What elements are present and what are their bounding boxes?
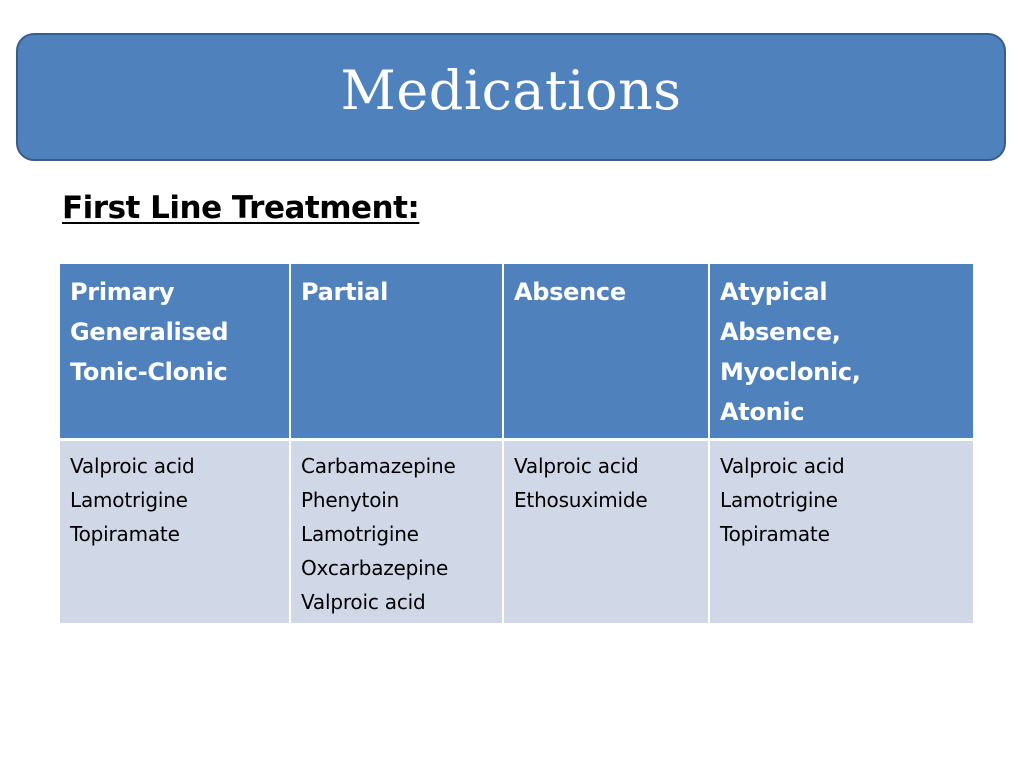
header-primary-generalised-tonic-clonic: Primary Generalised Tonic-Clonic	[60, 264, 291, 441]
header-line: Partial	[301, 278, 388, 306]
drug-name: Lamotrigine	[301, 522, 419, 546]
drug-name: Lamotrigine	[70, 488, 188, 512]
title-banner: Medications	[16, 33, 1006, 161]
drug-name: Topiramate	[70, 522, 180, 546]
header-line: Atonic	[720, 398, 805, 426]
section-heading: First Line Treatment:	[62, 190, 420, 226]
header-line: Myoclonic,	[720, 358, 861, 386]
header-line: Absence,	[720, 318, 841, 346]
drug-name: Valproic acid	[720, 454, 845, 478]
table-header-row: Primary Generalised Tonic-Clonic Partial…	[60, 264, 973, 441]
header-line: Absence	[514, 278, 626, 306]
cell-primary-generalised-drugs: Valproic acid Lamotrigine Topiramate	[60, 439, 291, 623]
drug-name: Topiramate	[720, 522, 830, 546]
drug-name: Ethosuximide	[514, 488, 648, 512]
header-atypical-absence-myoclonic-atonic: Atypical Absence, Myoclonic, Atonic	[709, 264, 973, 441]
drug-name: Valproic acid	[301, 590, 426, 614]
header-absence: Absence	[503, 264, 710, 441]
medications-table: Primary Generalised Tonic-Clonic Partial…	[60, 264, 973, 623]
drug-name: Valproic acid	[70, 454, 195, 478]
table-row: Valproic acid Lamotrigine Topiramate Car…	[60, 439, 973, 623]
drug-name: Carbamazepine	[301, 454, 456, 478]
header-partial: Partial	[290, 264, 504, 441]
cell-absence-drugs: Valproic acid Ethosuximide	[503, 439, 710, 623]
drug-name: Lamotrigine	[720, 488, 838, 512]
header-line: Tonic-Clonic	[70, 358, 228, 386]
drug-name: Valproic acid	[514, 454, 639, 478]
cell-partial-drugs: Carbamazepine Phenytoin Lamotrigine Oxca…	[290, 439, 504, 623]
drug-name: Phenytoin	[301, 488, 400, 512]
header-line: Primary	[70, 278, 175, 306]
header-line: Generalised	[70, 318, 229, 346]
drug-name: Oxcarbazepine	[301, 556, 449, 580]
header-line: Atypical	[720, 278, 828, 306]
slide-title: Medications	[340, 58, 682, 122]
cell-atypical-absence-drugs: Valproic acid Lamotrigine Topiramate	[709, 439, 973, 623]
